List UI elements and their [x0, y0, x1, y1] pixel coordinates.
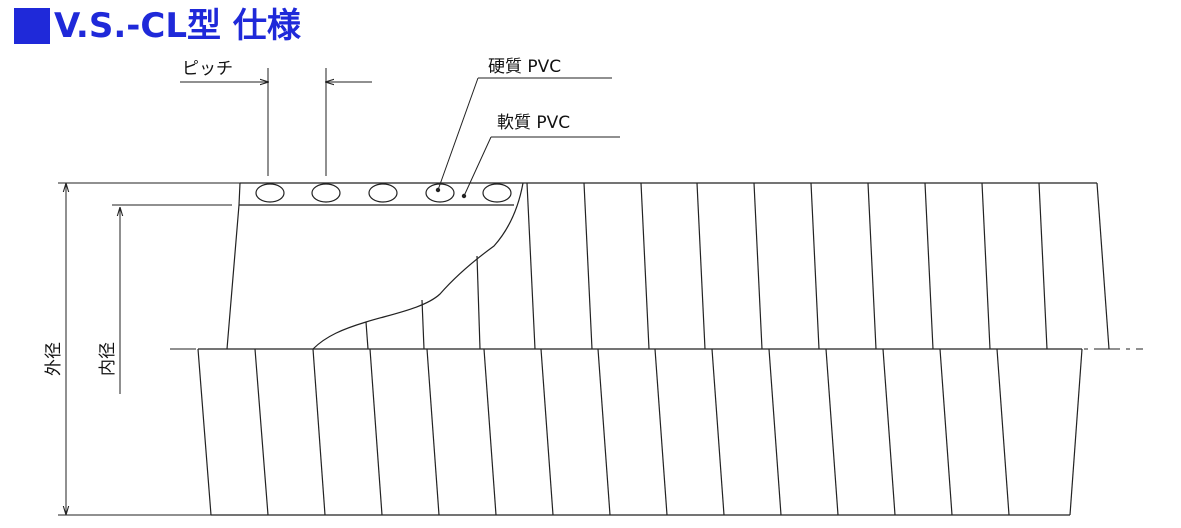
- lower-right-profile: [1069, 348, 1083, 516]
- lower-helix-line-1: [254, 348, 269, 516]
- lower-helix-line-8: [654, 348, 668, 516]
- cutaway-boundary: [312, 182, 524, 350]
- extension-lines: [58, 68, 327, 516]
- lower-helix-line-7: [597, 348, 611, 516]
- lower-left-profile: [197, 348, 212, 516]
- upper-right-profile: [1096, 182, 1110, 350]
- lower-helix-line-5: [483, 348, 497, 516]
- hard-pvc-leader: [437, 77, 479, 191]
- tube-section-3: [368, 183, 398, 203]
- tube-section-5: [482, 183, 512, 203]
- inner-helix-line-3: [476, 255, 481, 350]
- inner-helix-line-1: [365, 321, 369, 350]
- upper-helix-line-8: [924, 182, 934, 350]
- inner-diameter-label: 内径: [98, 342, 118, 376]
- soft-pvc-label: 軟質 PVC: [497, 113, 570, 133]
- inner-helix-line-2: [421, 299, 425, 350]
- upper-helix-line-1: [526, 182, 536, 350]
- tube-section-1: [255, 183, 285, 203]
- upper-helix-line-2: [583, 182, 593, 350]
- upper-helix-line-7: [867, 182, 877, 350]
- soft-pvc-leader: [463, 136, 492, 197]
- lower-helix-line-13: [939, 348, 953, 516]
- page-title: V.S.-CL型 仕様: [14, 6, 301, 46]
- upper-helix-line-6: [810, 182, 820, 350]
- hard-pvc-dot: [435, 187, 441, 193]
- lower-helix-line-4: [426, 348, 440, 516]
- upper-helix-line-3: [640, 182, 650, 350]
- outer-diameter-label: 外径: [44, 342, 64, 376]
- tube-section-2: [311, 183, 341, 203]
- lower-helix-line-12: [882, 348, 896, 516]
- tube-section-4: [425, 183, 455, 203]
- lower-helix-line-3: [369, 348, 383, 516]
- pitch-label: ピッチ: [182, 59, 233, 79]
- hard-pvc-label: 硬質 PVC: [488, 57, 561, 77]
- upper-helix-line-10: [1038, 182, 1048, 350]
- lower-helix-line-9: [711, 348, 725, 516]
- upper-left-profile: [226, 204, 240, 350]
- lower-helix-line-2: [312, 348, 326, 516]
- lower-helix-line-11: [825, 348, 839, 516]
- upper-helix-line-9: [981, 182, 991, 350]
- lower-helix-line-14: [996, 348, 1010, 516]
- soft-pvc-dot: [461, 193, 467, 199]
- upper-helix-line-5: [753, 182, 763, 350]
- upper-helix-line-4: [696, 182, 706, 350]
- title-text: V.S.-CL型 仕様: [54, 6, 301, 46]
- lower-helix-line-10: [768, 348, 782, 516]
- square-bullet-icon: [14, 8, 50, 44]
- section-left-edge: [238, 182, 241, 206]
- lower-helix-line-6: [540, 348, 554, 516]
